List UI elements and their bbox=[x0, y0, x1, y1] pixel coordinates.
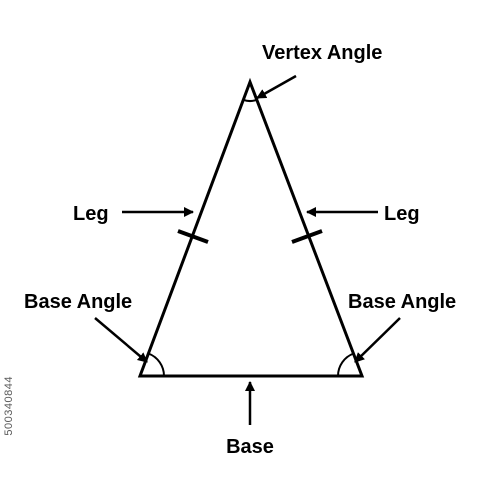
vertex-angle-arrow bbox=[256, 74, 297, 100]
leg-tick-left bbox=[177, 229, 209, 244]
triangle-shape bbox=[137, 77, 365, 378]
leg-tick-right bbox=[291, 229, 323, 244]
leg-right-label: Leg bbox=[384, 203, 420, 225]
base-label: Base bbox=[226, 436, 274, 458]
base-angle-left-label: Base Angle bbox=[24, 291, 132, 313]
stock-id-watermark: 500340844 bbox=[3, 376, 15, 436]
leg-left-label: Leg bbox=[73, 203, 109, 225]
vertex-angle-arc bbox=[242, 98, 258, 103]
base-angle-right-label: Base Angle bbox=[348, 291, 456, 313]
base-angle-arc-left bbox=[148, 352, 166, 377]
base-angle-right-arrow bbox=[354, 317, 401, 363]
base-angle-arc-right bbox=[336, 352, 354, 377]
vertex-angle-label: Vertex Angle bbox=[262, 42, 382, 64]
base-angle-left-arrow bbox=[94, 317, 148, 363]
